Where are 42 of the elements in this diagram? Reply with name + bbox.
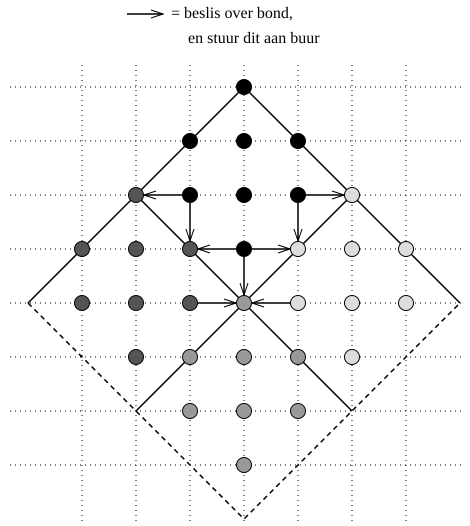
node-circle <box>128 349 144 365</box>
node-circle <box>182 349 198 365</box>
arrow <box>306 190 344 200</box>
node-circle <box>236 187 252 203</box>
node-circle <box>236 457 252 473</box>
node-circle <box>398 295 414 311</box>
arrow <box>186 203 194 242</box>
node-circle <box>290 403 306 419</box>
node-circle <box>344 241 360 257</box>
node-circle <box>236 133 252 149</box>
node-circle <box>182 133 198 149</box>
node-circle <box>128 187 144 203</box>
node-circle <box>290 133 306 149</box>
arrow <box>198 298 236 308</box>
node-circle <box>290 241 306 257</box>
node-circle <box>236 79 252 95</box>
node-circle <box>128 241 144 257</box>
node-circle <box>344 295 360 311</box>
node-circle <box>74 241 90 257</box>
node-circle <box>182 295 198 311</box>
node-circle <box>236 349 252 365</box>
node-circle <box>182 241 198 257</box>
node-circle <box>236 295 252 311</box>
node-circle <box>182 403 198 419</box>
node-circle <box>74 295 90 311</box>
arrow <box>252 298 290 308</box>
arrow <box>144 190 182 200</box>
node-circle <box>182 187 198 203</box>
node-circle <box>398 241 414 257</box>
arrow <box>198 244 236 254</box>
node-circle <box>128 295 144 311</box>
node-circle <box>236 403 252 419</box>
node-circle <box>344 349 360 365</box>
node-circle <box>290 295 306 311</box>
node-circle <box>344 187 360 203</box>
node-circle <box>290 187 306 203</box>
node-circle <box>236 241 252 257</box>
legend-text: = beslis over bond, en stuur dit aan buur <box>171 4 321 49</box>
arrow <box>294 203 302 242</box>
node-circle <box>290 349 306 365</box>
arrow <box>240 257 248 296</box>
arrow <box>252 244 290 254</box>
